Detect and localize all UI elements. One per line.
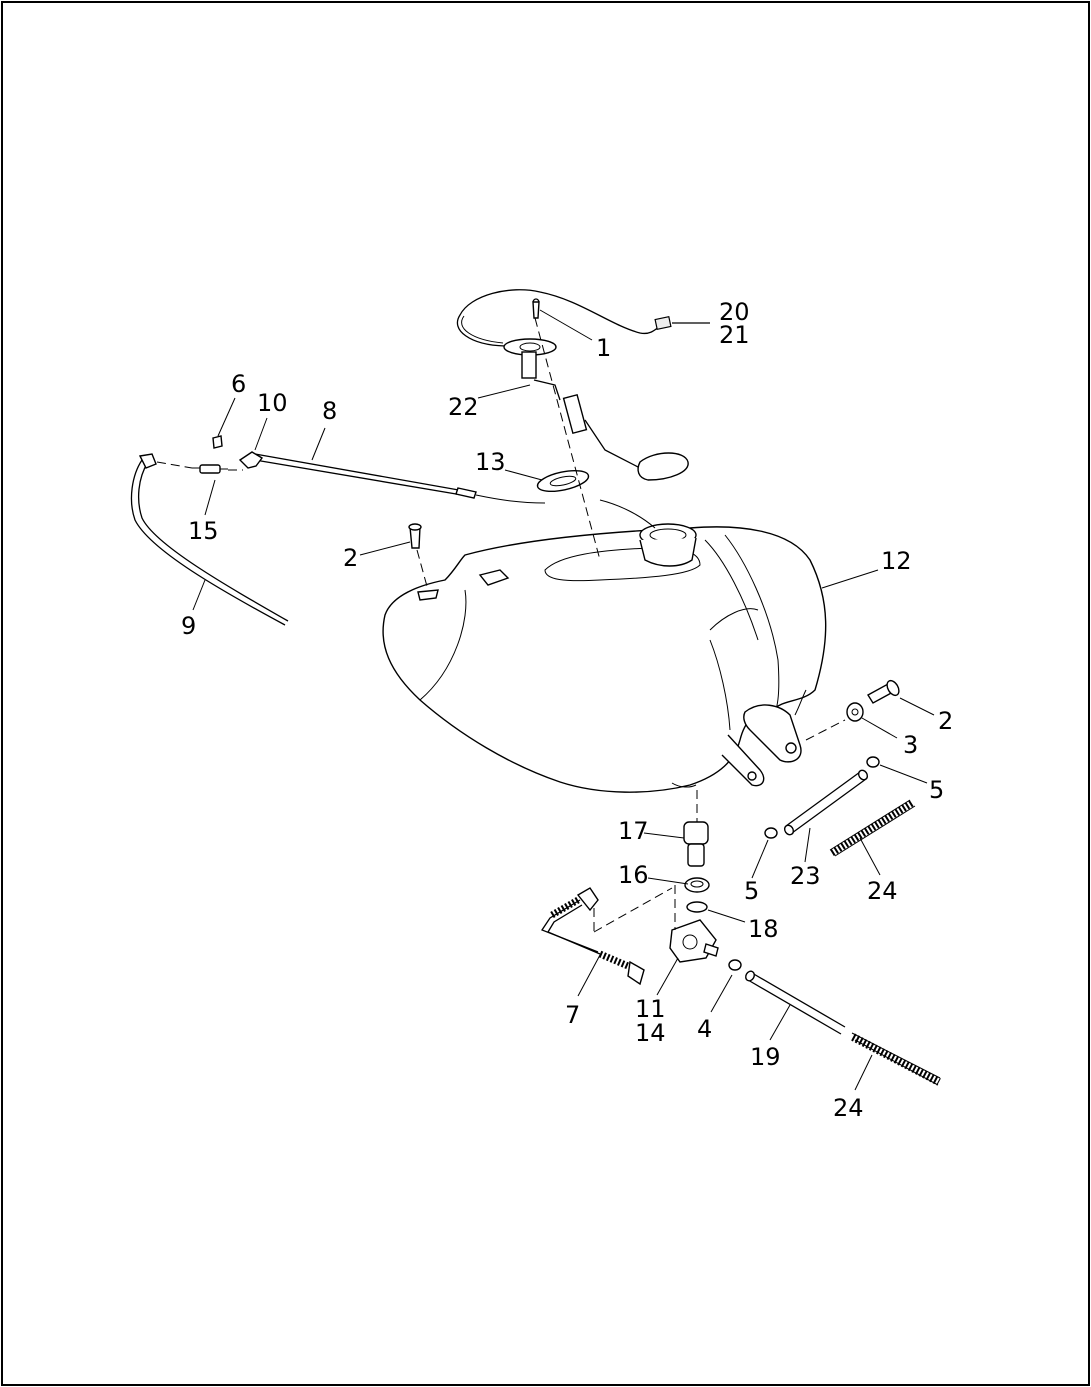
callout-7: 7: [565, 1001, 580, 1029]
callout-23: 23: [790, 862, 821, 890]
callout-17: 17: [618, 817, 649, 845]
vacuum-hose: [541, 887, 673, 986]
callout-24-upper: 24: [867, 877, 898, 905]
sender-gasket: [536, 469, 590, 493]
callout-15: 15: [188, 517, 219, 545]
hose-19: [745, 970, 846, 1035]
callout-2-upper: 2: [343, 544, 358, 572]
callout-9: 9: [181, 612, 196, 640]
callout-11: 11: [635, 995, 666, 1023]
callout-20: 20: [719, 298, 750, 326]
callout-13: 13: [475, 448, 506, 476]
callout-10: 10: [257, 389, 288, 417]
callout-5-left: 5: [744, 877, 759, 905]
callout-1: 1: [596, 334, 611, 362]
strainer-and-nut: [683, 790, 710, 913]
spring-guards: [829, 799, 941, 1086]
fuel-valve: [669, 885, 719, 963]
fuel-level-sender: [456, 289, 710, 481]
callout-22: 22: [448, 393, 479, 421]
screw-2-upper: [408, 523, 429, 591]
callout-5-right: 5: [929, 776, 944, 804]
callout-3: 3: [903, 731, 918, 759]
leader-lines: [192, 309, 935, 1091]
hose-clamps: [728, 756, 880, 971]
callout-8: 8: [322, 397, 337, 425]
vent-line-assembly: [130, 435, 656, 626]
callout-16: 16: [618, 861, 649, 889]
callout-12: 12: [881, 547, 912, 575]
fuel-tank: [382, 523, 827, 793]
callout-19: 19: [750, 1043, 781, 1071]
callout-6: 6: [231, 370, 246, 398]
hose-23: [783, 769, 869, 836]
callout-24-lower: 24: [833, 1094, 864, 1122]
callout-18: 18: [748, 915, 779, 943]
callout-21: 21: [719, 321, 750, 349]
mount-bolt-and-washer: [805, 679, 900, 741]
callout-2-lower: 2: [938, 707, 953, 735]
callout-labels: 1 20 21 22 6 10 8 13 15 2 12 9 2 3 5 17 …: [181, 298, 953, 1122]
callout-14: 14: [635, 1019, 666, 1047]
callout-4: 4: [697, 1015, 712, 1043]
